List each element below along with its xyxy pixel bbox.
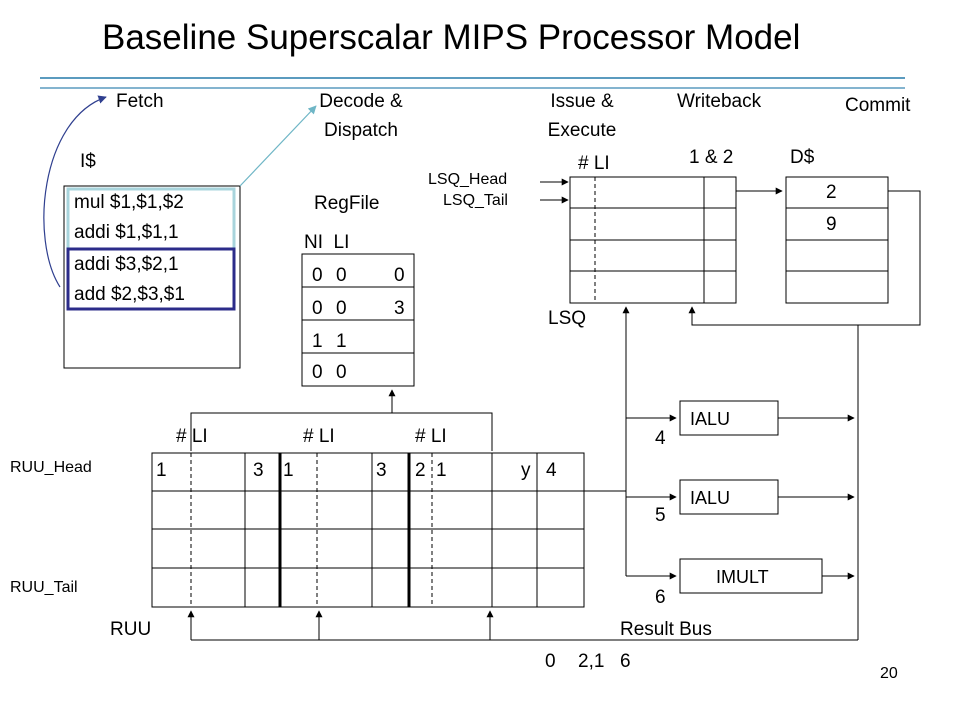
regfile-r2-li: 1: [336, 331, 347, 352]
ruu-header-2: # LI: [303, 426, 335, 447]
icache-label: I$: [80, 151, 96, 172]
stage-writeback: Writeback: [677, 91, 762, 112]
ruu-head-label: RUU_Head: [10, 459, 92, 476]
regfile-r1-val: 3: [394, 298, 405, 319]
dcache-value-1: 2: [826, 182, 837, 203]
stage-decode: Decode & Dispatch: [305, 87, 417, 145]
ruu-box: [151, 452, 585, 608]
stage-issue-line2: Execute: [547, 120, 617, 141]
icache-box: [63, 185, 241, 369]
regfile-r1-ni: 0: [312, 298, 323, 319]
stage-decode-line1: Decode &: [319, 91, 403, 112]
stage-issue: Issue & Execute: [532, 87, 632, 145]
result-bus-label: Result Bus: [620, 619, 712, 640]
ruu-cell: 2: [415, 460, 426, 481]
instruction-4: add $2,$3,$1: [74, 284, 185, 305]
ruu-cell: 1: [283, 460, 294, 481]
fu-label-imult: IMULT: [716, 567, 769, 587]
ruu-cell: 3: [253, 460, 264, 481]
regfile-r2-ni: 1: [312, 331, 323, 352]
regfile-headers: NI LI: [304, 232, 350, 253]
ruu-header-3: # LI: [415, 426, 447, 447]
stage-decode-line2: Dispatch: [324, 120, 398, 141]
lsq-header: # LI: [578, 153, 610, 174]
result-bus-value-2: 2,1: [578, 651, 605, 672]
instruction-3: addi $3,$2,1: [74, 254, 179, 275]
ruu-header-1: # LI: [176, 426, 208, 447]
result-bus-value-3: 6: [620, 651, 631, 672]
stage-commit: Commit: [845, 95, 911, 116]
ruu-label: RUU: [110, 619, 152, 640]
fu-num-1: 4: [655, 428, 666, 449]
page-number: 20: [880, 665, 898, 682]
ruu-to-regfile: [190, 412, 493, 451]
result-bus-value-1: 0: [545, 651, 556, 672]
dcache-value-2: 9: [826, 214, 837, 235]
instruction-2: addi $1,$1,1: [74, 222, 179, 243]
ruu-cell: 3: [376, 460, 387, 481]
ruu-cell: y: [521, 460, 531, 481]
regfile-r0-val: 0: [394, 265, 405, 286]
lsq-top-right-label: 1 & 2: [689, 147, 734, 168]
ruu-cell: 4: [546, 460, 557, 481]
regfile-r3-li: 0: [336, 362, 347, 383]
lsq-tail-label: LSQ_Tail: [443, 192, 508, 209]
ruu-cell: 1: [156, 460, 167, 481]
icache-dispatch-group: [66, 247, 236, 311]
regfile-r0-ni: 0: [312, 265, 323, 286]
regfile-r3-ni: 0: [312, 362, 323, 383]
fetch-arrow: [43, 95, 107, 288]
lsq-label: LSQ: [548, 308, 587, 329]
ruu-cell: 1: [436, 460, 447, 481]
stage-issue-line1: Issue &: [550, 91, 614, 112]
dcache-label: D$: [790, 147, 815, 168]
page-title: Baseline Superscalar MIPS Processor Mode…: [102, 18, 801, 57]
instruction-1: mul $1,$1,$2: [74, 192, 184, 213]
lsq-head-label: LSQ_Head: [428, 171, 508, 188]
regfile-r0-li: 0: [336, 265, 347, 286]
ruu-tail-label: RUU_Tail: [10, 579, 78, 596]
dispatch-arrow: [239, 105, 317, 187]
commit-loop: [688, 190, 921, 326]
fu-label-ialu-2: IALU: [690, 488, 731, 508]
regfile-r1-li: 0: [336, 298, 347, 319]
fu-label-ialu-1: IALU: [690, 409, 731, 429]
fu-num-2: 5: [655, 505, 666, 526]
stage-fetch: Fetch: [116, 91, 164, 112]
fu-num-3: 6: [655, 587, 666, 608]
regfile-label: RegFile: [314, 193, 380, 214]
